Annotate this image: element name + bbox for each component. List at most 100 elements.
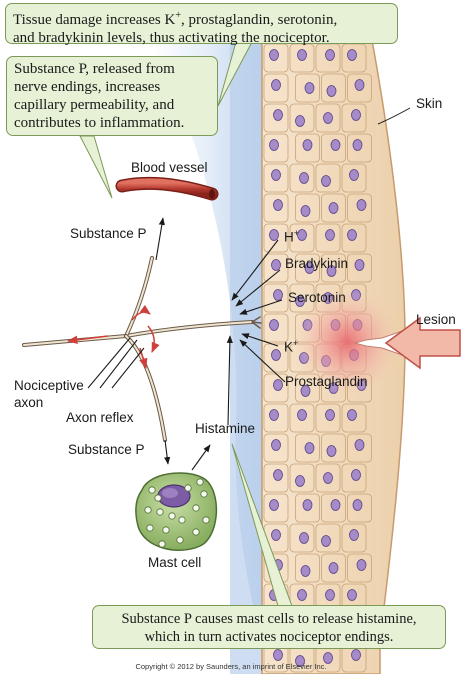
skin-cell [341,403,367,433]
skin-cell-nucleus [269,229,279,241]
skin-cell-nucleus [273,379,283,391]
skin-cell-nucleus [299,532,309,544]
mast-cell-granules [144,478,210,548]
skin-cell-nucleus [269,409,279,421]
skin-cell-nucleus [326,85,337,97]
skin-cell-nucleus [273,289,283,301]
skin-cell [289,283,315,313]
skin-cell-nucleus [330,139,341,151]
skin-cell-nucleus [304,82,315,94]
skin-leader [377,107,411,125]
skin-cell-nucleus [271,439,281,451]
skin-cell-nucleus [295,475,305,487]
skin-cell [315,523,341,553]
skin-cell-nucleus [271,529,281,541]
skin-cell-nucleus [328,562,339,574]
skin-cell-nucleus [326,265,337,277]
label-k-plus: K+ [284,338,299,355]
label-lesion: Lesion [416,312,456,327]
skin-cell-nucleus [271,259,281,271]
skin-cell-nucleus [325,229,335,241]
callout-mast-cell-line2: which in turn activates nociceptor endin… [144,629,394,645]
skin-cell [321,253,346,283]
skin-cell [289,43,315,73]
mast-cell-granule [192,528,200,536]
skin-cell [315,403,341,433]
skin-cell [315,163,341,193]
skin-cell-nucleus [273,649,283,661]
skin-cell-nucleus [349,169,359,181]
skin-cell-nucleus [349,529,359,541]
skin-cell-nucleus [351,469,361,481]
mast-cell-granule [184,484,192,492]
skin-cell [315,223,341,253]
skin-cell-nucleus [271,79,281,91]
skin-cell [263,43,289,73]
skin-cell [341,223,367,253]
skin-cell [263,223,289,253]
skin-cell-nucleus [297,409,307,421]
skin-cell [315,463,341,493]
mediator-arrows [87,217,286,471]
mast-cell-granule [196,478,204,486]
skin-cell [341,43,367,73]
skin-cell [295,493,320,523]
skin-cell [263,253,289,283]
skin-cell [347,133,372,163]
skin-cell [347,193,372,223]
skin-cell [315,103,341,133]
skin-cell [263,103,289,133]
skin-cell-nucleus [347,229,357,241]
skin-cell [321,193,346,223]
mast-cell-granule [146,524,154,532]
callout-substance-p-line4: contributes to inflammation. [14,115,185,131]
callout-mast-cell-line1: Substance P causes mast cells to release… [121,611,417,627]
skin-cell [263,463,289,493]
skin-cell-nucleus [297,589,307,601]
mast-cell-granule [144,506,152,514]
skin-cell [263,313,289,343]
skin-cell-nucleus [297,49,307,61]
skin-cell [263,193,289,223]
skin-cell-nucleus [347,409,357,421]
label-blood-vessel: Blood vessel [131,160,208,175]
skin-cell-nucleus [321,175,331,187]
skin-cell [341,463,367,493]
mast-cell-granule [148,486,156,494]
callout-tissue-damage: Tissue damage increases K+, prostaglandi… [5,3,398,46]
skin-cell-nucleus [295,115,305,127]
mast-cell [135,472,218,551]
skin-cell-nucleus [347,589,357,601]
mast-cell-granule [156,508,164,516]
mast-cell-granule [192,504,200,512]
skin-cell [341,103,367,133]
label-serotonin: Serotonin [288,290,346,305]
label-axon-reflex: Axon reflex [66,410,134,425]
callout-mast-cell: Substance P causes mast cells to release… [92,605,446,649]
skin-cell-nucleus [321,535,331,547]
skin-cell-nucleus [302,139,313,151]
label-bradykinin: Bradykinin [285,256,349,271]
skin-cell [347,553,372,583]
skin-cell-nucleus [323,112,333,124]
skin-cell-nucleus [354,439,365,451]
axon-reflex-arrows [66,304,160,370]
callout-tissue-damage-line1: Tissue damage increases K+, prostaglandi… [13,10,338,28]
skin-cell [295,553,320,583]
skin-cell-nucleus [323,652,333,664]
skin-cell-nucleus [354,259,365,271]
skin-cell-nucleus [271,349,281,361]
label-h-plus: H+ [284,228,300,245]
mast-cell-granule [158,540,166,548]
skin-cell [289,103,315,133]
skin-cell [263,133,289,163]
skin-cell [321,553,346,583]
mast-cell-granule [168,512,176,520]
skin-cell-nucleus [271,169,281,181]
skin-cell [263,493,289,523]
callout-substance-p: Substance P, released from nerve endings… [6,56,218,136]
skin-cell [347,433,372,463]
skin-cell [321,493,346,523]
skin-cell-nucleus [269,139,279,151]
skin-cell-nucleus [273,199,283,211]
